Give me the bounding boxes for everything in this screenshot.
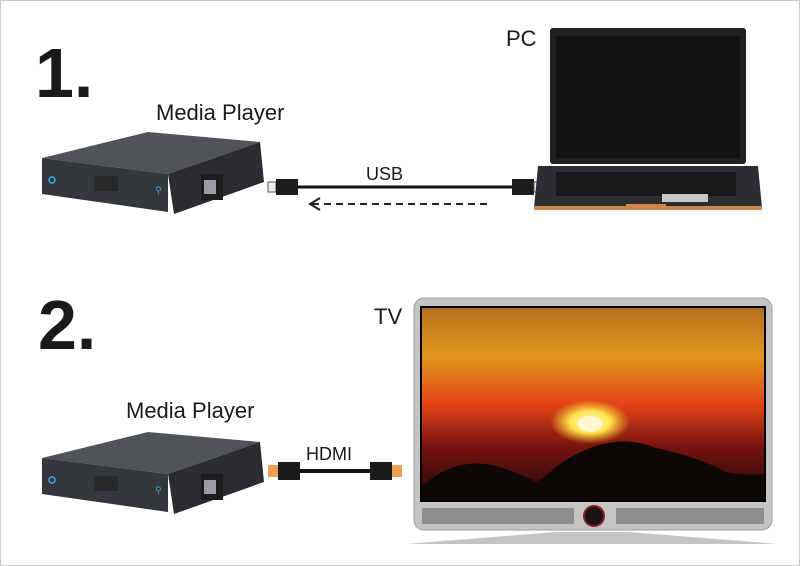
usb-icon: ⚲ (155, 186, 162, 196)
step-2-media-player-label: Media Player (126, 398, 255, 423)
pc-label: PC (506, 26, 537, 51)
tv-power-button (583, 505, 605, 527)
hdmi-label: HDMI (306, 444, 352, 464)
power-icon (48, 176, 56, 184)
step-2-number: 2. (38, 286, 97, 364)
usb-label: USB (366, 164, 404, 184)
step-1-media-player-label: Media Player (156, 100, 285, 125)
step-1-number: 1. (35, 34, 94, 112)
power-icon (48, 476, 56, 484)
hdmi-cable (268, 462, 402, 480)
media-player-1: ⚲ (42, 132, 264, 214)
tv (406, 297, 778, 544)
usb-icon: ⚲ (155, 486, 162, 496)
tv-label: TV (374, 304, 403, 329)
laptop-pc (534, 28, 762, 210)
media-player-2: ⚲ (42, 432, 264, 514)
usb-cable (267, 179, 543, 211)
